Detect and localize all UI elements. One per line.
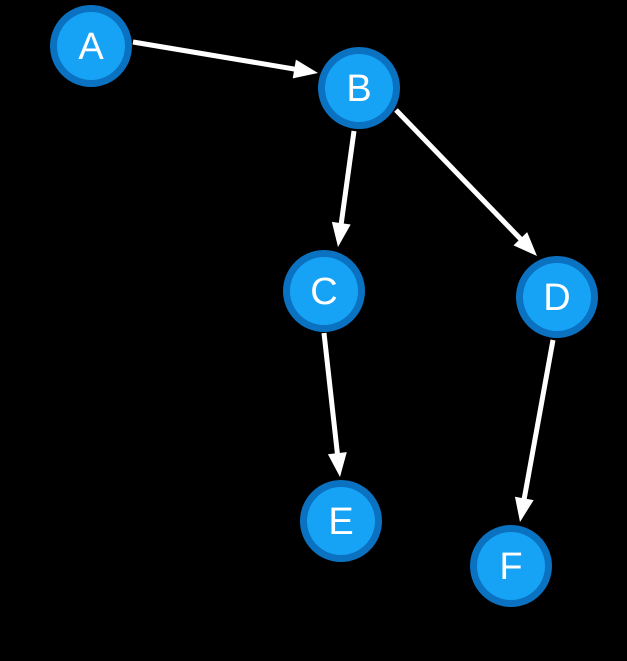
edge-b-d[interactable] bbox=[394, 108, 537, 256]
edges-layer bbox=[132, 39, 556, 522]
graph-node-d[interactable]: D bbox=[516, 256, 598, 338]
node-label: C bbox=[310, 271, 337, 313]
edge-d-f[interactable] bbox=[514, 339, 556, 522]
arrowhead-icon bbox=[331, 221, 351, 247]
arrowhead-icon bbox=[292, 59, 318, 79]
node-label: D bbox=[543, 277, 570, 319]
edge-line bbox=[321, 332, 341, 457]
graph-node-b[interactable]: B bbox=[318, 47, 400, 129]
node-fill bbox=[523, 263, 591, 331]
graph-node-c[interactable]: C bbox=[283, 250, 365, 332]
node-fill bbox=[307, 487, 375, 555]
edge-line bbox=[521, 339, 556, 502]
edge-c-e[interactable] bbox=[321, 332, 347, 477]
node-label: A bbox=[78, 26, 104, 68]
edge-line bbox=[338, 130, 357, 227]
graph-node-a[interactable]: A bbox=[50, 5, 132, 87]
graph-node-f[interactable]: F bbox=[470, 525, 552, 607]
edge-line bbox=[394, 108, 525, 243]
arrowhead-icon bbox=[327, 452, 347, 477]
edge-line bbox=[132, 39, 298, 72]
arrowhead-icon bbox=[514, 496, 534, 522]
graph-node-e[interactable]: E bbox=[300, 480, 382, 562]
edge-a-b[interactable] bbox=[132, 39, 318, 79]
node-label: F bbox=[499, 546, 522, 588]
edge-b-c[interactable] bbox=[331, 130, 357, 247]
node-label: E bbox=[328, 501, 353, 543]
node-label: B bbox=[346, 68, 371, 110]
nodes-layer: A B C D E F bbox=[50, 5, 598, 607]
arrowhead-icon bbox=[513, 232, 537, 256]
node-fill bbox=[290, 257, 358, 325]
node-fill bbox=[325, 54, 393, 122]
node-fill bbox=[57, 12, 125, 80]
node-fill bbox=[477, 532, 545, 600]
